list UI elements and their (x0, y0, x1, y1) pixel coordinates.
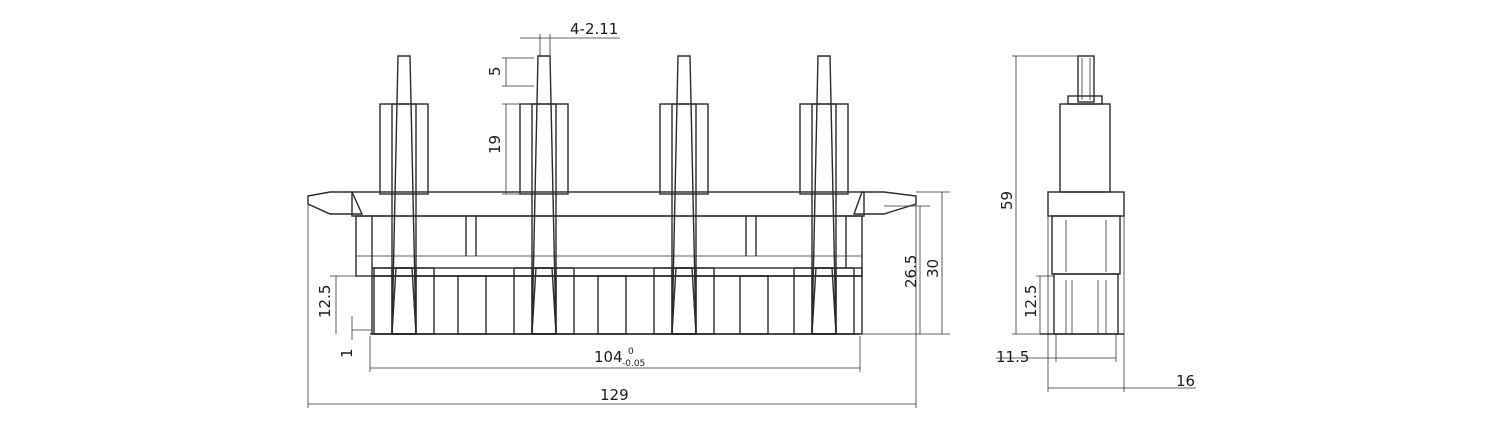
dim-side-bottom: 12.5 (1022, 285, 1040, 318)
side-housing (1051, 215, 1121, 275)
dim-pin-top: 5 (486, 66, 504, 76)
side-dimensions: 59 12.5 11.5 16 (996, 55, 1196, 392)
side-pin-tip (1077, 55, 1095, 103)
right-flange (853, 191, 917, 215)
pin-3 (653, 55, 715, 335)
dim-pin-width: 4-2.11 (570, 20, 618, 38)
dim-pitch-tol-lower: -0.05 (622, 359, 645, 369)
side-sleeve (1059, 103, 1111, 193)
dim-body-height: 26.5 (902, 255, 920, 288)
dim-side-offset: 11.5 (996, 348, 1029, 366)
pin-1 (373, 55, 435, 335)
pin-4 (793, 55, 855, 335)
side-view (1040, 55, 1125, 335)
pin-2 (513, 55, 575, 335)
side-collar (1067, 95, 1103, 105)
dim-pitch-tol-upper: 0 (628, 347, 634, 357)
front-view (307, 55, 917, 335)
bottom-rail (371, 275, 863, 335)
dim-side-height: 59 (998, 191, 1016, 210)
dim-side-width: 16 (1176, 372, 1195, 390)
dim-base-step: 1 (338, 348, 356, 358)
left-flange (307, 191, 364, 215)
side-body (1047, 191, 1125, 217)
side-legs (1053, 273, 1119, 335)
dim-pitch-total: 104 (594, 348, 623, 366)
front-dimensions: 4-2.11 5 19 12.5 1 104 0 -0.05 129 (307, 20, 950, 408)
main-body (351, 191, 865, 217)
base-bar (371, 267, 863, 277)
dim-sleeve-height: 19 (486, 135, 504, 154)
dim-total-height: 30 (924, 259, 942, 278)
dim-bottom-offset: 12.5 (316, 285, 334, 318)
dim-overall-width: 129 (600, 386, 629, 404)
housing-outline (355, 215, 863, 277)
